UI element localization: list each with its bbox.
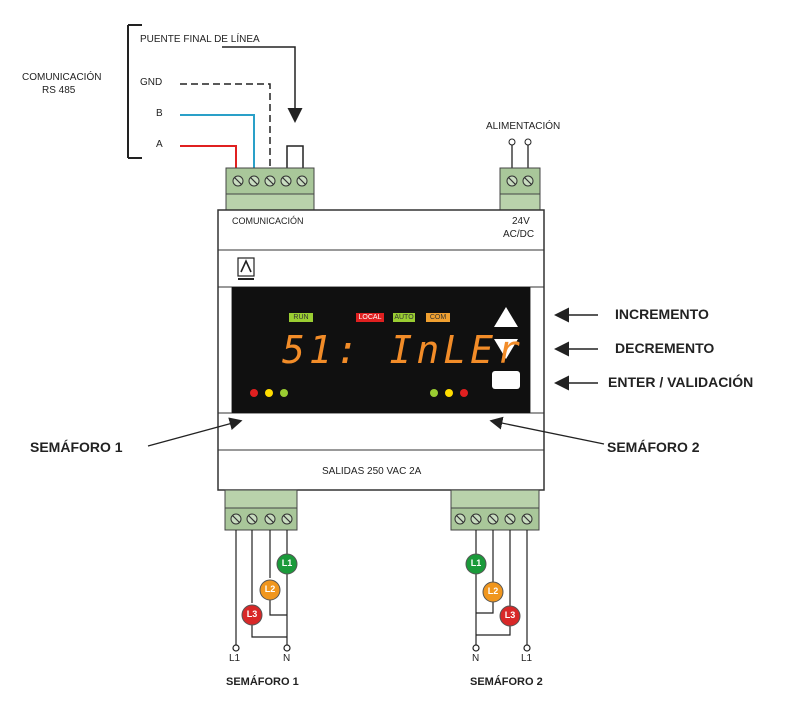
semaphore1-line-label: L1 — [229, 653, 241, 664]
semaphore1-lamp-l2-label: L2 — [264, 584, 276, 594]
power-rating-line2: AC/DC — [503, 229, 535, 240]
comm-title-line2: RS 485 — [42, 85, 76, 96]
semaphore2-lamp-l2-label: L2 — [487, 586, 499, 596]
increment-button[interactable] — [494, 307, 518, 327]
semaphore1-lamp-l3 — [241, 604, 263, 626]
gnd-wire — [180, 83, 271, 175]
semaphore1-lamp-l3-label: L3 — [246, 609, 258, 619]
semaphore1-arrow — [147, 417, 243, 447]
gnd-label: GND — [140, 77, 163, 88]
semaphore2-lamp-l3 — [499, 605, 521, 627]
semaphore1-leds — [250, 389, 288, 397]
b-wire — [180, 114, 255, 175]
output1-terminal-block — [224, 489, 298, 531]
end-of-line-bridge — [286, 145, 304, 175]
b-label: B — [156, 108, 163, 119]
power-label: ALIMENTACIÓN — [486, 121, 561, 132]
semaphore2-line-label: L1 — [521, 653, 533, 664]
semaphore2-lamp-l2 — [482, 581, 504, 603]
semaphore1-lamp-l1-label: L1 — [281, 558, 293, 568]
semaphore1-wiring — [232, 530, 291, 652]
semaphore1-lamp-l1 — [276, 553, 298, 575]
output2-terminal-block — [450, 489, 540, 531]
enter-button[interactable] — [492, 371, 520, 389]
semaphore2-bottom-label: SEMÁFORO 2 — [470, 676, 543, 688]
semaphore2-leds — [430, 389, 468, 397]
comm-terminal-label: COMUNICACIÓN — [232, 216, 304, 226]
semaphore1-side-label: SEMÁFORO 1 — [30, 439, 123, 455]
semaphore2-lamp-l1-label: L1 — [470, 558, 482, 568]
rs485-bracket — [127, 24, 142, 159]
increment-label: INCREMENTO — [615, 306, 709, 322]
bridge-label: PUENTE FINAL DE LÍNEA — [140, 34, 260, 45]
display-text: 51: InLEr — [282, 328, 524, 372]
power-terminal-block — [499, 167, 541, 211]
semaphore1-lamp-l2 — [259, 579, 281, 601]
comm-title-line1: COMUNICACIÓN — [22, 72, 102, 83]
semaphore1-neutral-label: N — [283, 653, 291, 664]
semaphore2-arrow — [489, 416, 605, 445]
semaphore1-bottom-label: SEMÁFORO 1 — [226, 676, 299, 688]
a-label: A — [156, 139, 163, 150]
semaphore2-wiring — [472, 530, 531, 652]
brand-logo — [237, 257, 255, 280]
indicator-run: RUN — [293, 314, 309, 321]
semaphore2-neutral-label: N — [472, 653, 480, 664]
indicator-local: LOCAL — [358, 314, 382, 321]
enter-label: ENTER / VALIDACIÓN — [608, 374, 754, 390]
outputs-label: SALIDAS 250 VAC 2A — [322, 466, 422, 477]
indicator-auto: AUTO — [394, 314, 414, 321]
semaphore2-side-label: SEMÁFORO 2 — [607, 439, 700, 455]
a-wire — [180, 145, 237, 175]
semaphore2-lamp-l3-label: L3 — [504, 610, 516, 620]
decrement-button[interactable] — [494, 339, 518, 359]
bridge-arrow — [222, 46, 303, 123]
decrement-label: DECREMENTO — [615, 340, 715, 356]
semaphore2-lamp-l1 — [465, 553, 487, 575]
power-rating-line1: 24V — [512, 216, 530, 227]
indicator-com: COM — [429, 314, 447, 321]
comm-terminal-block — [225, 167, 315, 211]
